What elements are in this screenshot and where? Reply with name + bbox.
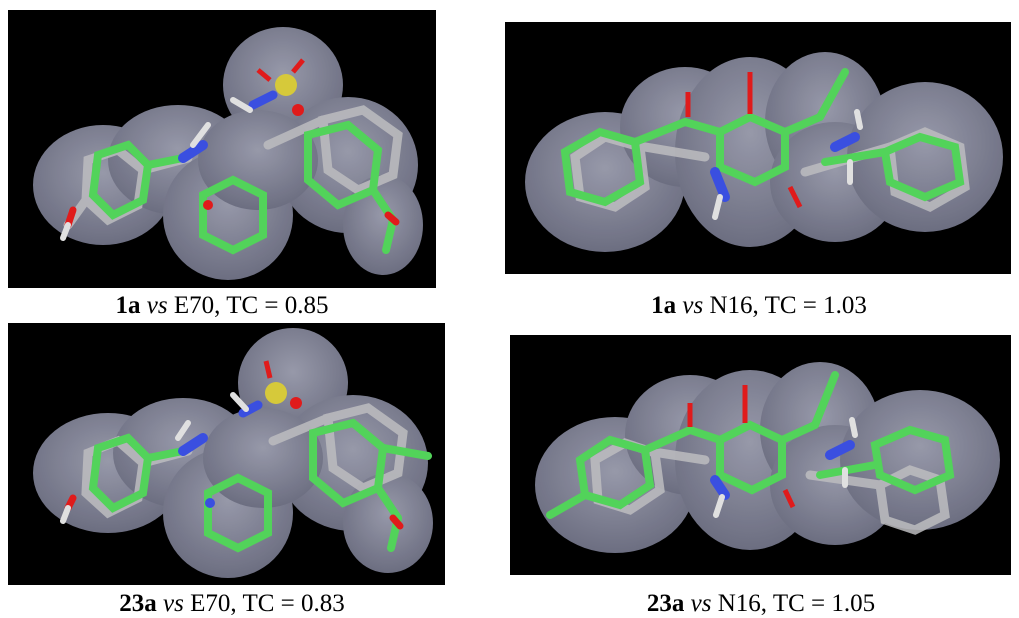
molecular-surface <box>33 27 423 280</box>
atoms <box>687 385 858 518</box>
atoms <box>60 360 404 530</box>
vs-label: vs <box>163 590 184 617</box>
vs-label: vs <box>146 292 168 319</box>
tc-label: TC = 1.03 <box>764 292 867 319</box>
atoms <box>60 58 400 241</box>
tc-label: TC = 0.85 <box>226 292 329 319</box>
vs-label: vs <box>690 590 712 617</box>
overlay-image-1a-e70 <box>8 10 436 288</box>
caption-1a-n16: 1a vs N16, TC = 1.03 <box>651 292 867 319</box>
vs-label: vs <box>682 292 704 319</box>
molecular-surface <box>525 52 1003 252</box>
compound-label: 1a <box>651 292 677 319</box>
compound-label: 23a <box>646 590 685 617</box>
molecule-overlay-n16 <box>525 52 1003 252</box>
overlay-image-23a-e70 <box>8 323 445 585</box>
caption-23a-e70: 23a vs E70, TC = 0.83 <box>119 590 345 617</box>
atoms <box>685 72 863 220</box>
target-label: E70 <box>190 590 231 617</box>
molecule-overlay-n16 <box>535 362 1000 553</box>
molecule-overlay-e70 <box>33 328 433 578</box>
ligand-23a <box>546 371 955 519</box>
target-label: E70 <box>173 292 215 319</box>
tc-label: TC = 1.05 <box>772 590 876 617</box>
caption-23a-n16: 23a vs N16, TC = 1.05 <box>646 590 876 617</box>
molecule-overlay-e70 <box>33 27 423 280</box>
compound-label: 23a <box>119 590 157 617</box>
target-label: N16 <box>717 590 761 617</box>
target-label: N16 <box>709 292 753 319</box>
compound-label: 1a <box>115 292 141 319</box>
ligand-23a <box>88 418 432 553</box>
overlay-image-1a-n16 <box>505 22 1011 274</box>
overlay-image-23a-n16 <box>510 335 1011 575</box>
tc-label: TC = 0.83 <box>242 590 345 617</box>
ligand-1a <box>560 68 965 207</box>
caption-1a-e70: 1a vs E70, TC = 0.85 <box>115 292 329 319</box>
